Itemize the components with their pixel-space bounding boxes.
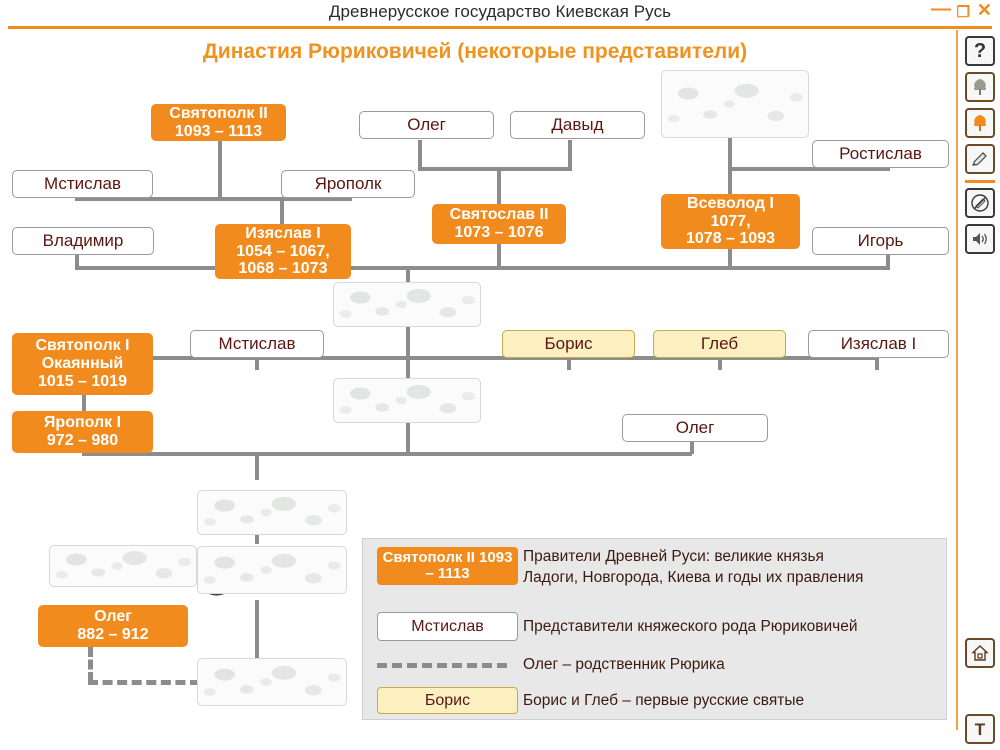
node-mstislav-top[interactable]: Мстислав bbox=[12, 170, 153, 198]
text-tool-icon[interactable]: T bbox=[965, 714, 995, 744]
help-icon[interactable]: ? bbox=[965, 36, 995, 66]
node-svyatoslav-2[interactable]: Святослав II 1073 – 1076 bbox=[432, 204, 566, 244]
legend-panel: Святополк II 1093 – 1113 Правители Древн… bbox=[362, 538, 947, 720]
node-yaropolk-top[interactable]: Ярополк bbox=[281, 170, 415, 198]
right-toolbar: ? bbox=[958, 30, 1000, 746]
dashed-connector bbox=[88, 647, 93, 682]
node-vladimir[interactable]: Владимир bbox=[12, 227, 154, 255]
node-mstislav-mid[interactable]: Мстислав bbox=[190, 330, 324, 358]
legend-text-ruler: Правители Древней Руси: великие князья Л… bbox=[523, 548, 864, 586]
no-pencil-icon[interactable] bbox=[965, 188, 995, 218]
connector bbox=[406, 325, 410, 361]
node-svyatopolk-2[interactable]: Святополк II 1093 – 1113 bbox=[151, 104, 286, 141]
connector bbox=[406, 356, 410, 378]
connector bbox=[728, 167, 890, 171]
connector bbox=[728, 138, 732, 170]
connector bbox=[875, 357, 879, 370]
legend-key-ruler: Святополк II 1093 – 1113 bbox=[377, 547, 518, 585]
connector bbox=[406, 411, 410, 453]
connector bbox=[75, 266, 890, 270]
connector bbox=[418, 167, 572, 171]
node-yaropolk-1[interactable]: Ярополк I 972 – 980 bbox=[12, 411, 153, 453]
title-bar: Древнерусское государство Киевская Русь … bbox=[0, 0, 1000, 26]
connector bbox=[255, 452, 259, 480]
gray-tree-icon[interactable] bbox=[965, 72, 995, 102]
toolbar-separator bbox=[965, 180, 995, 183]
dashed-connector bbox=[88, 680, 200, 685]
connector bbox=[728, 167, 732, 195]
home-icon[interactable] bbox=[965, 638, 995, 668]
toolbar-divider bbox=[956, 30, 959, 730]
node-blank-b2[interactable] bbox=[197, 546, 347, 594]
node-boris[interactable]: Борис bbox=[502, 330, 635, 358]
node-oleg-right[interactable]: Олег bbox=[622, 414, 768, 442]
close-button[interactable]: ✕ bbox=[976, 0, 992, 20]
window-title: Древнерусское государство Киевская Русь bbox=[328, 2, 672, 21]
connector bbox=[75, 197, 352, 201]
legend-key-dynasty: Мстислав bbox=[377, 612, 518, 641]
node-oleg-882[interactable]: Олег 882 – 912 bbox=[38, 605, 188, 647]
node-izyaslav-1[interactable]: Изяслав I 1054 – 1067, 1068 – 1073 bbox=[215, 224, 351, 279]
node-svyatopolk-1[interactable]: Святополк I Окаянный 1015 – 1019 bbox=[12, 333, 153, 395]
connector bbox=[75, 255, 79, 269]
node-izyaslav-1b[interactable]: Изяслав I bbox=[808, 330, 949, 358]
node-blank-left[interactable] bbox=[49, 545, 197, 587]
node-gleb[interactable]: Глеб bbox=[653, 330, 786, 358]
node-vsevolod-1[interactable]: Всеволод I 1077, 1078 – 1093 bbox=[661, 194, 800, 249]
connector bbox=[718, 357, 722, 370]
legend-text-saints: Борис и Глеб – первые русские святые bbox=[523, 692, 805, 709]
legend-key-dashed bbox=[377, 663, 507, 668]
node-davyd[interactable]: Давыд bbox=[510, 111, 645, 139]
connector bbox=[418, 140, 422, 170]
connector bbox=[82, 394, 86, 414]
orange-tree-icon[interactable] bbox=[965, 108, 995, 138]
pencil-icon[interactable] bbox=[965, 144, 995, 174]
node-blank-mid-2[interactable] bbox=[333, 378, 481, 423]
minimize-button[interactable]: — bbox=[931, 0, 951, 20]
connector bbox=[497, 167, 501, 205]
legend-text-dashed: Олег – родственник Рюрика bbox=[523, 656, 725, 673]
node-blank-b1[interactable] bbox=[197, 490, 347, 535]
node-blank-b3[interactable] bbox=[197, 658, 347, 706]
diagram-title: Династия Рюриковичей (некоторые представ… bbox=[202, 40, 748, 63]
speaker-icon[interactable] bbox=[965, 224, 995, 254]
connector bbox=[886, 255, 890, 269]
connector bbox=[406, 266, 410, 292]
connector bbox=[255, 600, 259, 658]
connector bbox=[280, 197, 284, 225]
node-rostislav[interactable]: Ростислав bbox=[812, 140, 949, 168]
node-blank-mid[interactable] bbox=[333, 282, 481, 327]
connector bbox=[567, 357, 571, 370]
diagram-canvas: Династия Рюриковичей (некоторые представ… bbox=[0, 30, 950, 745]
maximize-button[interactable]: ❐ bbox=[956, 4, 970, 21]
node-igor[interactable]: Игорь bbox=[812, 227, 949, 255]
connector bbox=[255, 357, 259, 370]
connector bbox=[690, 442, 694, 454]
node-blank-top[interactable] bbox=[661, 70, 809, 138]
connector bbox=[568, 140, 572, 170]
connector bbox=[82, 452, 692, 456]
legend-key-saints: Борис bbox=[377, 687, 518, 714]
legend-text-dynasty: Представители княжеского рода Рюриковиче… bbox=[523, 618, 858, 635]
node-oleg-top[interactable]: Олег bbox=[359, 111, 494, 139]
connector bbox=[82, 356, 877, 360]
connector bbox=[218, 140, 222, 200]
title-divider bbox=[8, 26, 992, 29]
